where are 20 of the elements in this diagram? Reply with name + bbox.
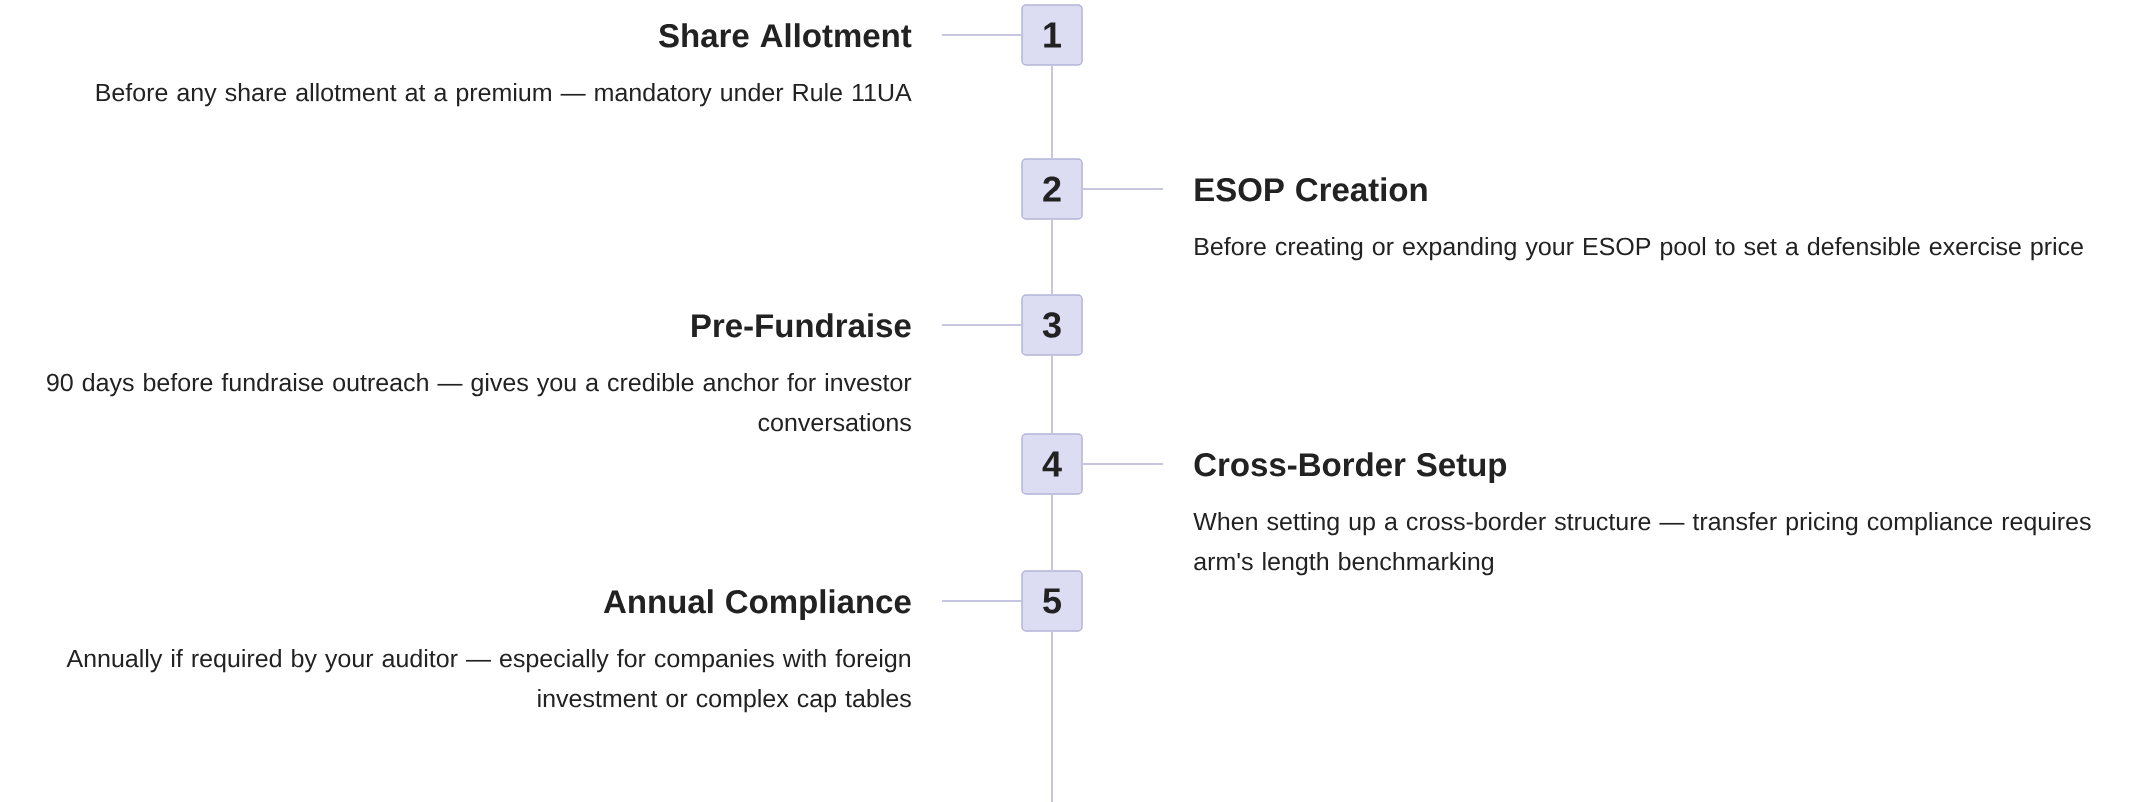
step-number-box: 3 [1021, 294, 1083, 356]
step-text: ESOP Creation Before creating or expanding your ESOP pool to set a defensible exercise price [1195, 177, 2083, 261]
connector-line [1051, 218, 1053, 296]
connector-line [1051, 64, 1053, 160]
connector-line [941, 600, 1023, 602]
step-number-box: 4 [1021, 433, 1083, 495]
connector-line [941, 34, 1023, 36]
connector-line [1081, 463, 1164, 465]
connector-line [1051, 354, 1053, 435]
step-text: Annual Compliance Annually if required by your auditor — especially for companies with foreign investment or complex cap tables [66, 589, 911, 713]
connector-line [941, 324, 1023, 326]
step-number-box: 5 [1021, 570, 1083, 632]
connector-line [1051, 493, 1053, 572]
step-text: Pre-Fundraise 90 days before fundraise outreach — gives you a credible anchor for investor conversations [47, 313, 912, 432]
step-number-box: 2 [1021, 158, 1083, 220]
step-text: Cross-Border Setup When setting up a cross-border structure — transfer pricing compliance requires arm's length benchmarking [1193, 452, 2091, 576]
connector-line [1081, 188, 1164, 190]
step-number-box: 1 [1021, 4, 1083, 66]
connector-line [1051, 630, 1053, 802]
step-text: Share Allotment Before any share allotment at a premium — mandatory under Rule 11UA [96, 23, 912, 107]
